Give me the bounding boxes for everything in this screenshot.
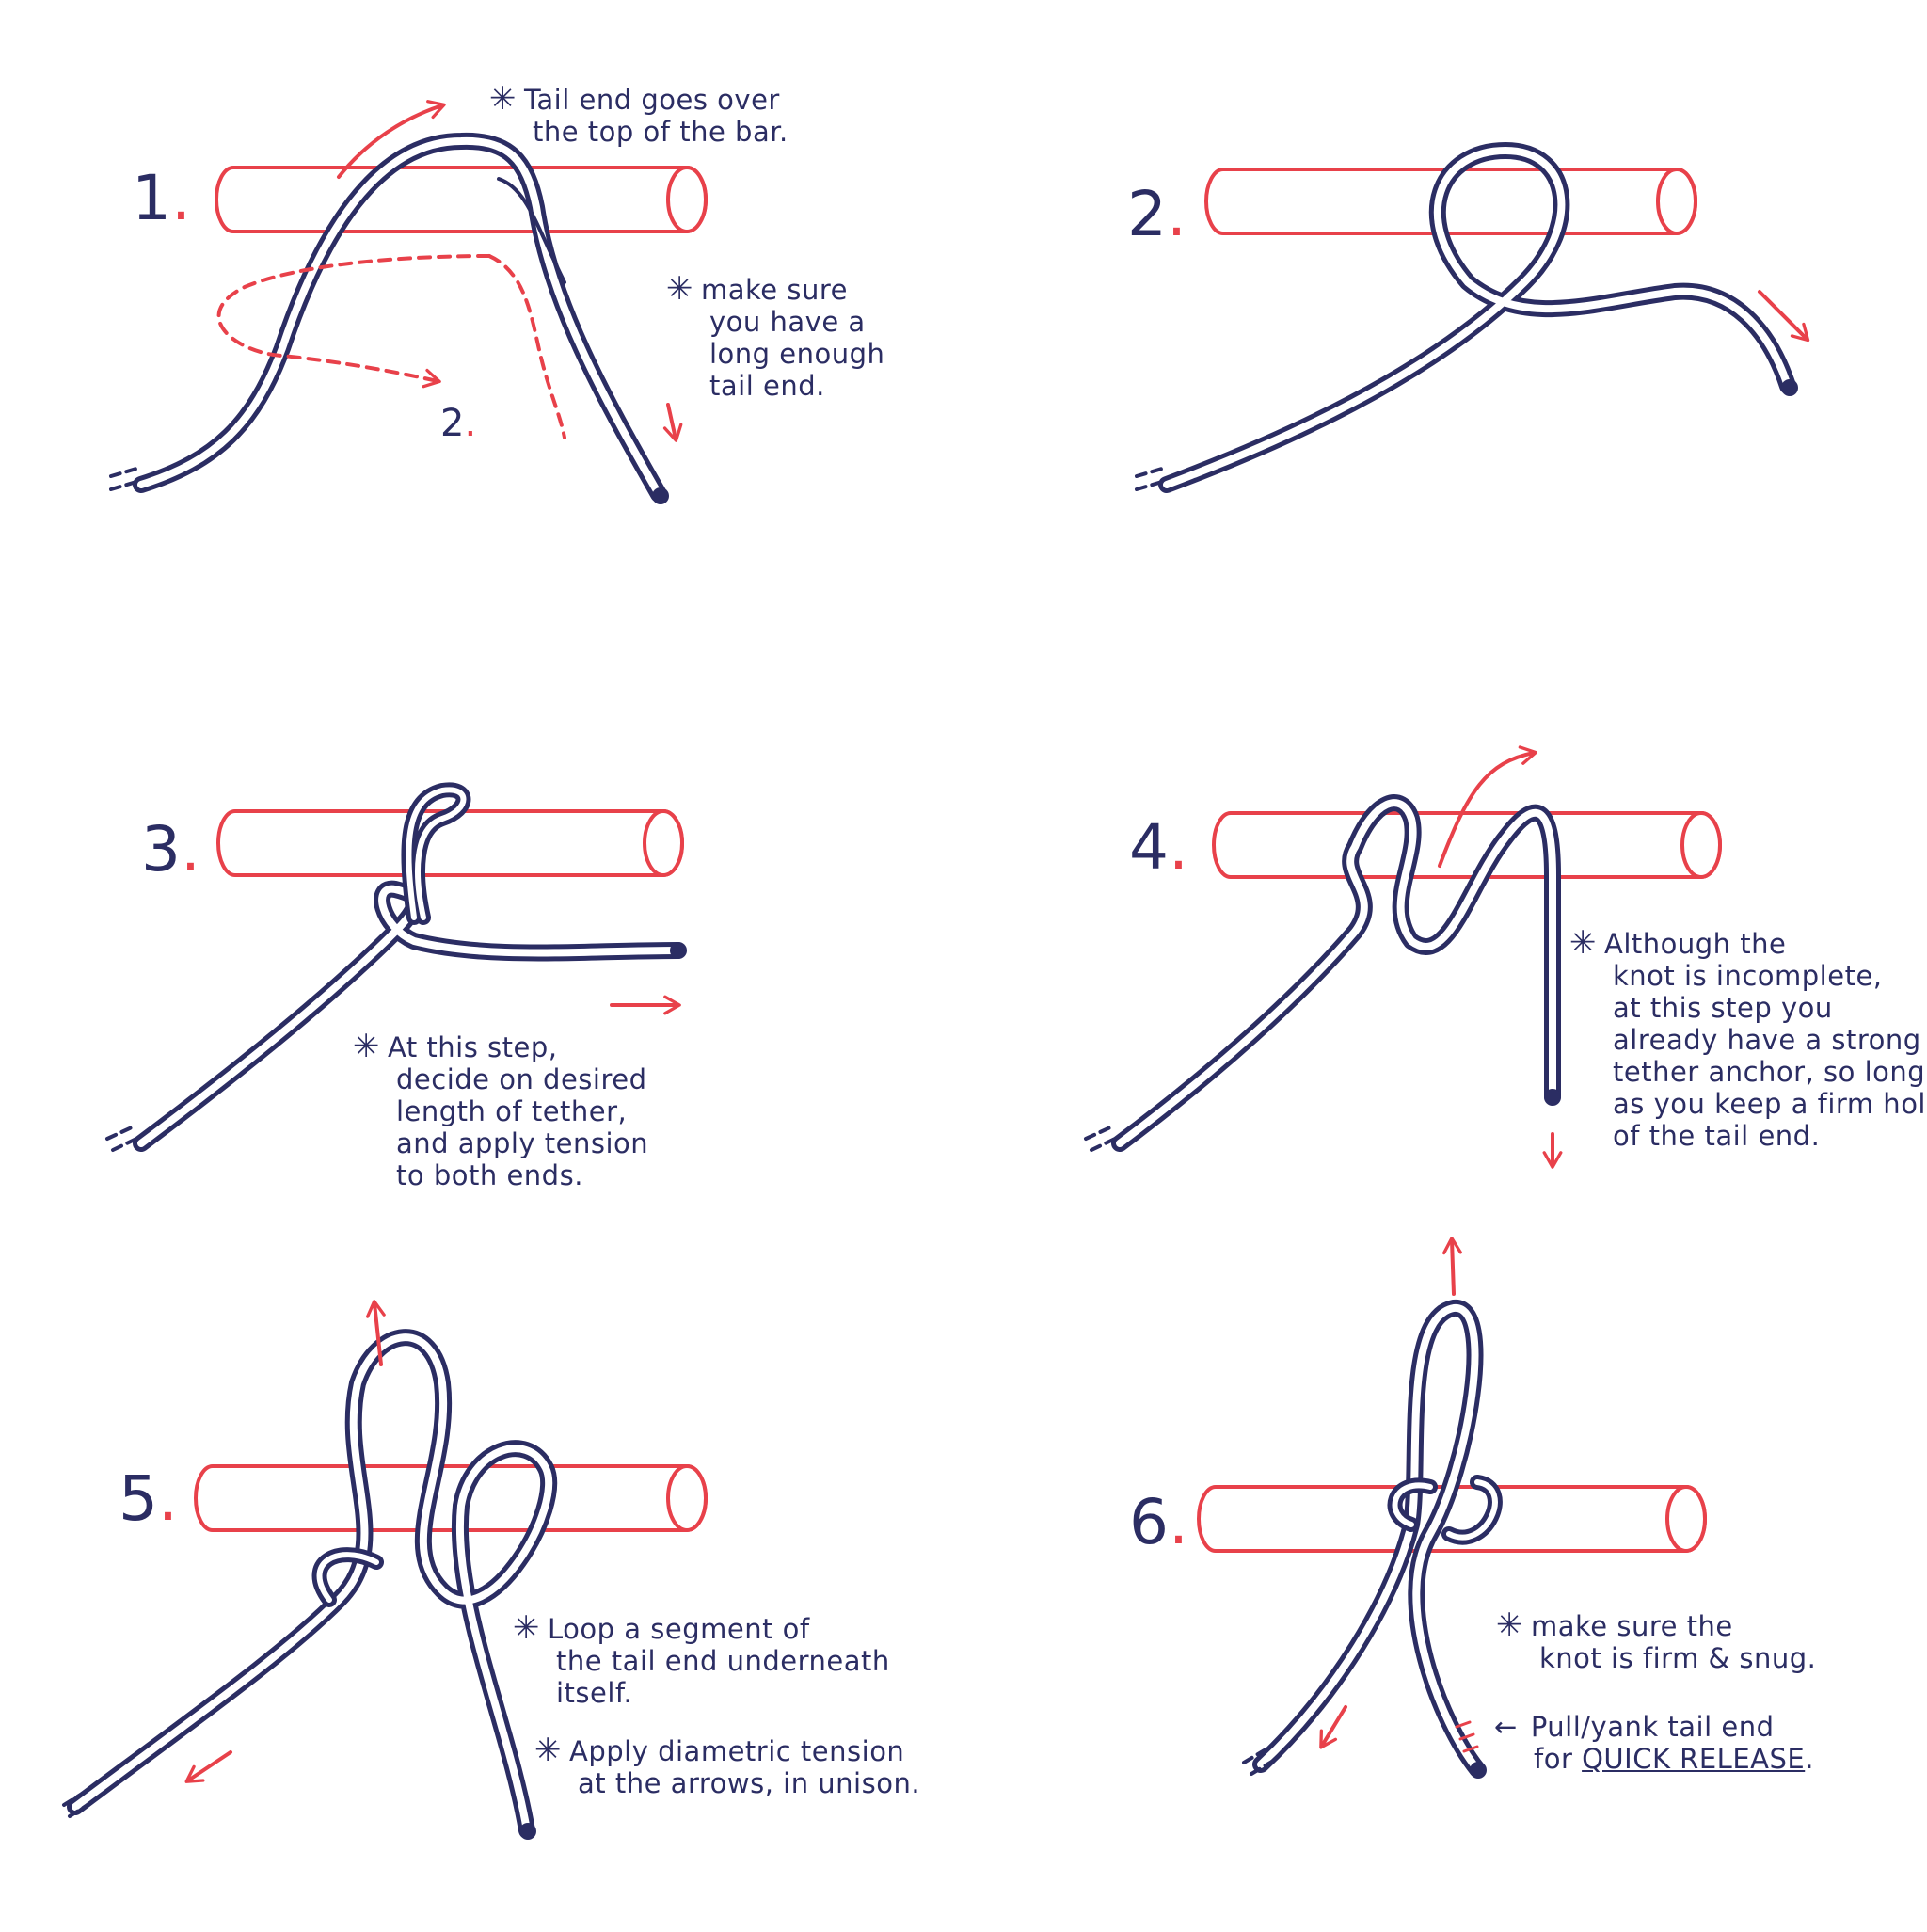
step-number-6: 6. (1129, 1486, 1188, 1558)
note-step4-anchor: ✳Although the knot is incomplete, at thi… (1569, 924, 1927, 1152)
direction-arrows (184, 100, 1810, 1783)
bar-step-3 (216, 809, 684, 877)
arrow-step5-up (366, 1300, 386, 1366)
arrow-step1-over (337, 100, 446, 179)
step-number-2: 2. (1127, 178, 1186, 250)
asterisk-icon: ✳ (353, 1028, 380, 1065)
rope-step-3 (105, 782, 687, 1152)
arrow-step1-down (662, 403, 683, 442)
rope-step-2 (1135, 142, 1798, 493)
asterisk-icon: ✳ (666, 270, 693, 308)
note-step3-tension: ✳At this step, decide on desired length … (353, 1028, 649, 1191)
rope-step-1 (109, 132, 669, 504)
bar-step-4 (1212, 811, 1722, 879)
arrow-left-icon: ← (1494, 1711, 1518, 1743)
rope-step-5 (62, 1329, 558, 1840)
arrow-step1-dashed-tail (487, 254, 566, 439)
note-step1-long-tail: ✳make sure you have a long enough tail e… (666, 270, 885, 402)
note-step5-loop: ✳Loop a segment of the tail end undernea… (513, 1609, 890, 1709)
rope-step-6 (1242, 1300, 1503, 1779)
bar-step-1 (215, 166, 708, 233)
arrow-step4-up (1438, 745, 1537, 868)
asterisk-icon: ✳ (1496, 1606, 1523, 1644)
asterisk-icon: ✳ (1569, 924, 1597, 962)
note-step6-snug: ✳make sure the knot is firm & snug. (1496, 1606, 1817, 1674)
step-1-sub-label: 2. (440, 402, 477, 445)
note-step6-quick-release: ←Pull/yank tail end for QUICK RELEASE. (1494, 1711, 1814, 1775)
note-step1-tail-over: ✳Tail end goes over the top of the bar. (489, 80, 788, 148)
bar-step-6 (1197, 1485, 1707, 1553)
step-number-4: 4. (1129, 811, 1188, 884)
step-number-3: 3. (141, 813, 200, 886)
arrow-step2-down (1758, 290, 1810, 343)
asterisk-icon: ✳ (489, 80, 517, 118)
quick-release-label: QUICK RELEASE (1582, 1743, 1806, 1775)
arrow-step5-down (184, 1750, 232, 1783)
arrow-step1-dashed (216, 254, 491, 389)
arrow-step6-down (1319, 1705, 1347, 1749)
asterisk-icon: ✳ (534, 1732, 562, 1769)
bar-step-5 (194, 1464, 708, 1532)
arrow-step6-up (1442, 1237, 1462, 1296)
note-step5-tension: ✳Apply diametric tension at the arrows, … (534, 1732, 921, 1799)
rope-step-4 (1084, 794, 1561, 1152)
bar-step-2 (1204, 168, 1697, 235)
step-number-1: 1. (132, 162, 191, 234)
step-number-5: 5. (119, 1462, 178, 1535)
asterisk-icon: ✳ (513, 1609, 540, 1647)
